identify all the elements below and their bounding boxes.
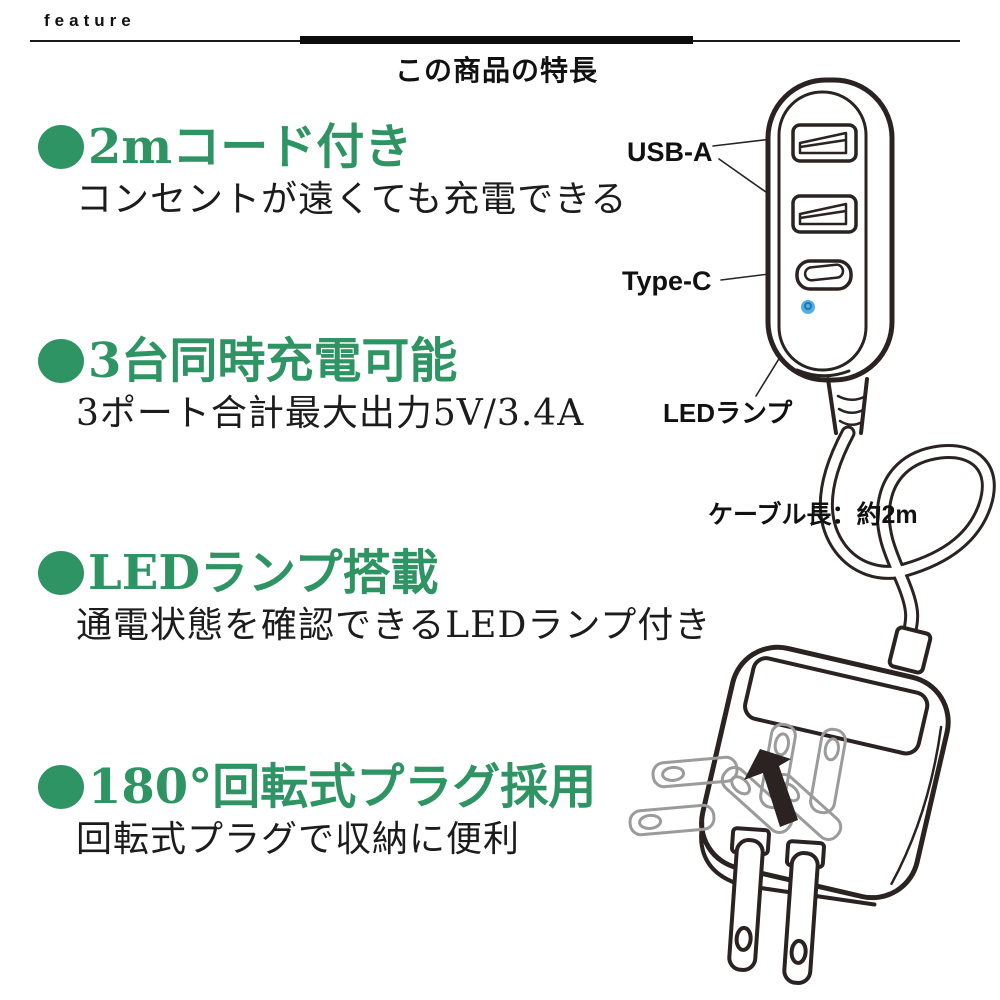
- charger-body: [765, 77, 895, 435]
- feature-block-simultaneous: 3台同時充電可能 3ポート合計最大出力5V/3.4A: [38, 334, 584, 434]
- feature-block-led: LEDランプ搭載 通電状態を確認できるLEDランプ付き: [38, 546, 711, 646]
- feature-description: 通電状態を確認できるLEDランプ付き: [76, 605, 712, 646]
- bullet-icon: [38, 765, 84, 809]
- led-lamp-icon: [801, 300, 815, 314]
- cable-length-label: ケーブル長：約2m: [708, 501, 918, 529]
- usb-a-label: USB-A: [627, 137, 713, 167]
- type-c-label: Type-C: [622, 266, 712, 296]
- feature-description: コンセントが遠くても充電できる: [76, 179, 628, 220]
- bullet-icon: [38, 339, 84, 383]
- power-cable: [818, 425, 996, 675]
- feature-heading-row: 3台同時充電可能: [38, 334, 584, 388]
- feature-eyebrow: feature: [44, 11, 136, 30]
- feature-heading-row: LEDランプ搭載: [38, 546, 711, 600]
- page-title: この商品の特長: [394, 54, 598, 87]
- led-lamp-label: LEDランプ: [663, 398, 793, 428]
- feature-block-rotating-plug: 180°回転式プラグ採用 回転式プラグで収納に便利: [38, 760, 596, 860]
- feature-description: 回転式プラグで収納に便利: [76, 819, 521, 860]
- rotation-arrow-icon: [744, 749, 798, 827]
- bullet-icon: [38, 551, 84, 595]
- feature-heading-text: 2mコード付き: [88, 119, 413, 175]
- feature-description: 3ポート合計最大出力5V/3.4A: [76, 393, 585, 434]
- feature-block-cord: 2mコード付き コンセントが遠くても充電できる: [38, 120, 627, 220]
- feature-heading-row: 180°回転式プラグ採用: [38, 760, 596, 814]
- leader-lines: [712, 136, 807, 397]
- bullet-icon: [38, 125, 84, 169]
- feature-heading-text: LEDランプ搭載: [88, 545, 439, 601]
- plug-label-plate: [743, 656, 930, 756]
- feature-heading-text: 3台同時充電可能: [88, 333, 458, 389]
- header-bar: [300, 36, 693, 44]
- feature-heading-row: 2mコード付き: [38, 120, 627, 174]
- feature-heading-text: 180°回転式プラグ採用: [88, 759, 597, 815]
